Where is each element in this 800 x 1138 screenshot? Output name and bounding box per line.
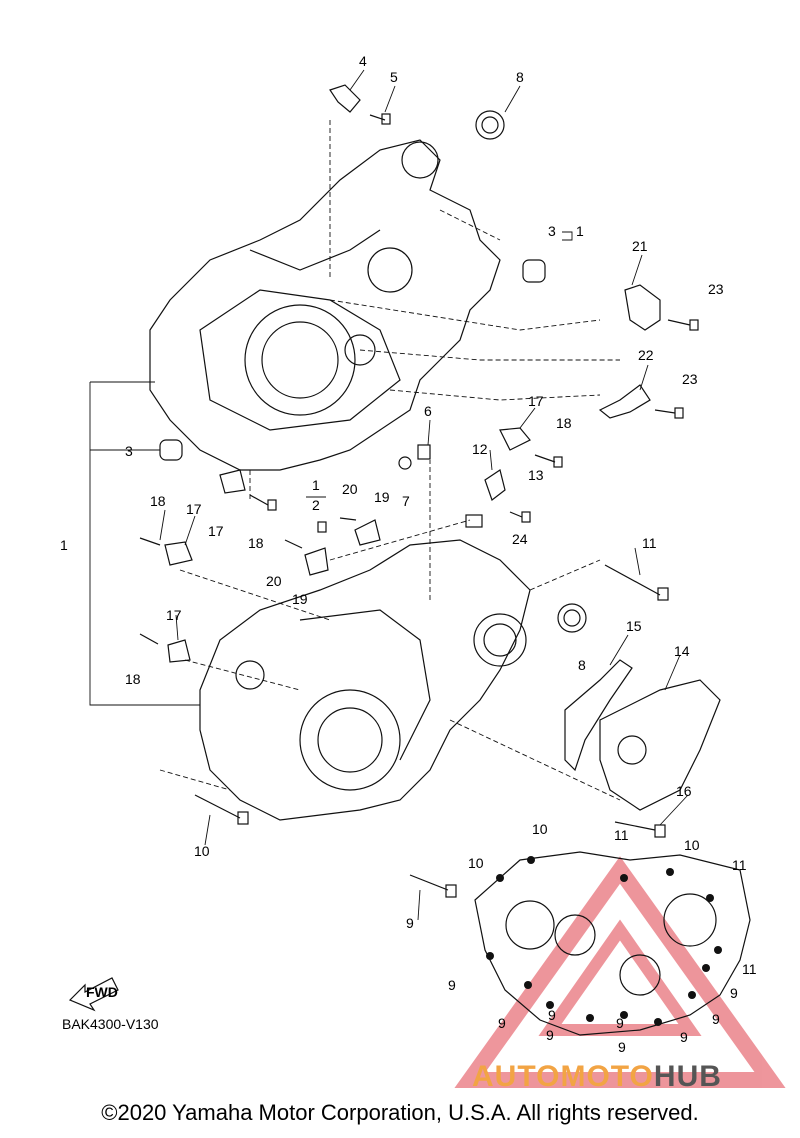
callout: 20 — [342, 481, 358, 497]
fwd-arrow-icon: FWD — [68, 977, 119, 1012]
callout: 9 — [406, 915, 414, 931]
callout: 9 — [546, 1027, 554, 1043]
callout: 10 — [532, 821, 548, 837]
callout: 9 — [712, 1011, 720, 1027]
callout: 23 — [708, 281, 724, 297]
callout: 9 — [498, 1015, 506, 1031]
callout: 9 — [618, 1039, 626, 1055]
callout: 11 — [614, 827, 629, 843]
callout: 17 — [208, 523, 224, 539]
callout: 11 — [742, 961, 757, 977]
callout: 10 — [194, 843, 210, 859]
watermark-text-2: HUB — [653, 1060, 722, 1093]
callout: 16 — [676, 783, 692, 799]
callout: 9 — [616, 1015, 624, 1031]
callout: 9 — [548, 1007, 556, 1023]
callout: 20 — [266, 573, 282, 589]
watermark-text-1: AUTOMOTO — [472, 1060, 654, 1093]
callout: 5 — [390, 69, 398, 85]
callout: 9 — [680, 1029, 688, 1045]
callout: 15 — [626, 618, 642, 634]
callout: 11 — [732, 857, 747, 873]
callout: 4 — [359, 53, 367, 69]
callout: 17 — [166, 607, 182, 623]
callout: 7 — [402, 493, 410, 509]
watermark-triangle — [454, 856, 786, 1088]
callout: 1 — [312, 477, 320, 493]
callouts: 4 5 8 3 1 21 23 22 23 17 18 6 12 13 7 1 … — [60, 53, 757, 1055]
callout: 9 — [730, 985, 738, 1001]
cover-plate — [564, 659, 633, 772]
callout: 19 — [292, 591, 308, 607]
callout: 10 — [684, 837, 700, 853]
callout: 18 — [125, 671, 141, 687]
callout: 19 — [374, 489, 390, 505]
crankcase-left-half — [199, 514, 531, 821]
crankcase-right-half — [149, 139, 501, 471]
callout: 18 — [556, 415, 572, 431]
callout: 13 — [528, 467, 544, 483]
callout: 18 — [150, 493, 166, 509]
callout: 14 — [674, 643, 690, 659]
callout: 3 — [125, 443, 133, 459]
callout: 3 — [548, 223, 556, 239]
callout: 21 — [632, 238, 648, 254]
callout: 24 — [512, 531, 528, 547]
callout: 12 — [472, 441, 488, 457]
callout: 17 — [186, 501, 202, 517]
callout: 11 — [642, 535, 657, 551]
callout: 10 — [468, 855, 484, 871]
callout: 18 — [248, 535, 264, 551]
crankcase-bolt-pattern — [474, 851, 751, 1036]
callout: 1 — [60, 537, 68, 553]
sprocket-cover — [599, 679, 721, 811]
watermark-logo: AUTOMOTOHUB — [472, 1060, 722, 1094]
callout: 2 — [312, 497, 320, 513]
callout: 17 — [528, 393, 544, 409]
fwd-label: FWD — [86, 984, 118, 1000]
callout: 6 — [424, 403, 432, 419]
copyright-text: ©2020 Yamaha Motor Corporation, U.S.A. A… — [101, 1100, 699, 1125]
leader-lines — [89, 69, 689, 921]
bolts — [139, 113, 699, 898]
callout: 9 — [448, 977, 456, 993]
callout: 22 — [638, 347, 654, 363]
diagram-code: BAK4300-V130 — [62, 1016, 159, 1032]
callout: 1 — [576, 223, 584, 239]
small-parts — [159, 84, 661, 663]
callout: 8 — [516, 69, 524, 85]
callout: 23 — [682, 371, 698, 387]
callout: 8 — [578, 657, 586, 673]
